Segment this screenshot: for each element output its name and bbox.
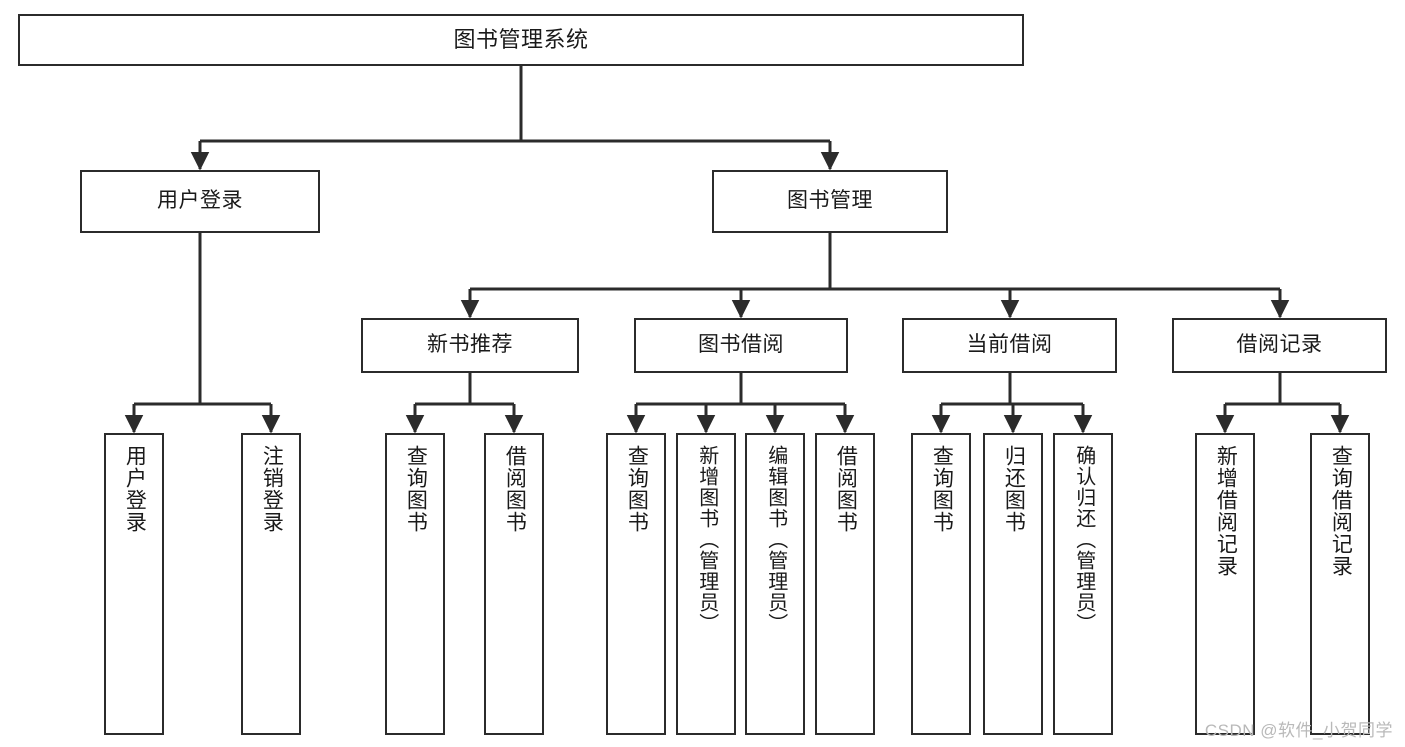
- node-leaf-add-book[interactable]: 新增图书（管理员）: [676, 433, 736, 735]
- node-leaf-query-record[interactable]: 查询借阅记录: [1310, 433, 1370, 735]
- node-leaf-confirm-return[interactable]: 确认归还（管理员）: [1053, 433, 1113, 735]
- node-leaf-user-logout[interactable]: 注销登录: [241, 433, 301, 735]
- node-label-leaf-user-login: 用户登录: [123, 445, 147, 533]
- node-label-leaf-query-book-3: 查询图书: [930, 445, 954, 533]
- node-label-leaf-query-record: 查询借阅记录: [1329, 445, 1353, 577]
- node-label-current-borrow: 当前借阅: [966, 333, 1053, 357]
- node-leaf-borrow-book-2[interactable]: 借阅图书: [815, 433, 875, 735]
- node-root[interactable]: 图书管理系统: [18, 14, 1024, 66]
- node-leaf-query-book-2[interactable]: 查询图书: [606, 433, 666, 735]
- node-label-leaf-borrow-book-1: 借阅图书: [503, 445, 527, 533]
- watermark-label: CSDN @软件_小贺同学: [1204, 721, 1393, 740]
- node-new-book-rec[interactable]: 新书推荐: [361, 318, 579, 373]
- node-leaf-borrow-book-1[interactable]: 借阅图书: [484, 433, 544, 735]
- node-leaf-query-book-3[interactable]: 查询图书: [911, 433, 971, 735]
- node-current-borrow[interactable]: 当前借阅: [902, 318, 1117, 373]
- node-label-borrow-record: 借阅记录: [1236, 333, 1323, 357]
- node-label-new-book-rec: 新书推荐: [427, 333, 513, 357]
- node-label-leaf-return-book: 归还图书: [1002, 445, 1026, 533]
- node-borrow-record[interactable]: 借阅记录: [1172, 318, 1387, 373]
- node-leaf-edit-book[interactable]: 编辑图书（管理员）: [745, 433, 805, 735]
- node-label-leaf-borrow-book-2: 借阅图书: [834, 445, 858, 533]
- node-label-leaf-confirm-return: 确认归还（管理员）: [1072, 445, 1095, 634]
- node-leaf-user-login[interactable]: 用户登录: [104, 433, 164, 735]
- node-label-leaf-add-book: 新增图书（管理员）: [695, 445, 718, 634]
- node-book-manage[interactable]: 图书管理: [712, 170, 948, 233]
- node-label-leaf-add-record: 新增借阅记录: [1214, 445, 1238, 577]
- node-label-user-login: 用户登录: [157, 189, 243, 213]
- node-label-root: 图书管理系统: [453, 27, 589, 53]
- node-leaf-add-record[interactable]: 新增借阅记录: [1195, 433, 1255, 735]
- node-label-leaf-edit-book: 编辑图书（管理员）: [764, 445, 787, 634]
- node-label-book-borrow: 图书借阅: [698, 333, 784, 357]
- node-user-login[interactable]: 用户登录: [80, 170, 320, 233]
- node-leaf-query-book-1[interactable]: 查询图书: [385, 433, 445, 735]
- node-label-leaf-user-logout: 注销登录: [260, 445, 284, 533]
- node-label-leaf-query-book-2: 查询图书: [625, 445, 649, 533]
- node-book-borrow[interactable]: 图书借阅: [634, 318, 848, 373]
- node-leaf-return-book[interactable]: 归还图书: [983, 433, 1043, 735]
- node-label-book-manage: 图书管理: [787, 189, 873, 213]
- node-label-leaf-query-book-1: 查询图书: [404, 445, 428, 533]
